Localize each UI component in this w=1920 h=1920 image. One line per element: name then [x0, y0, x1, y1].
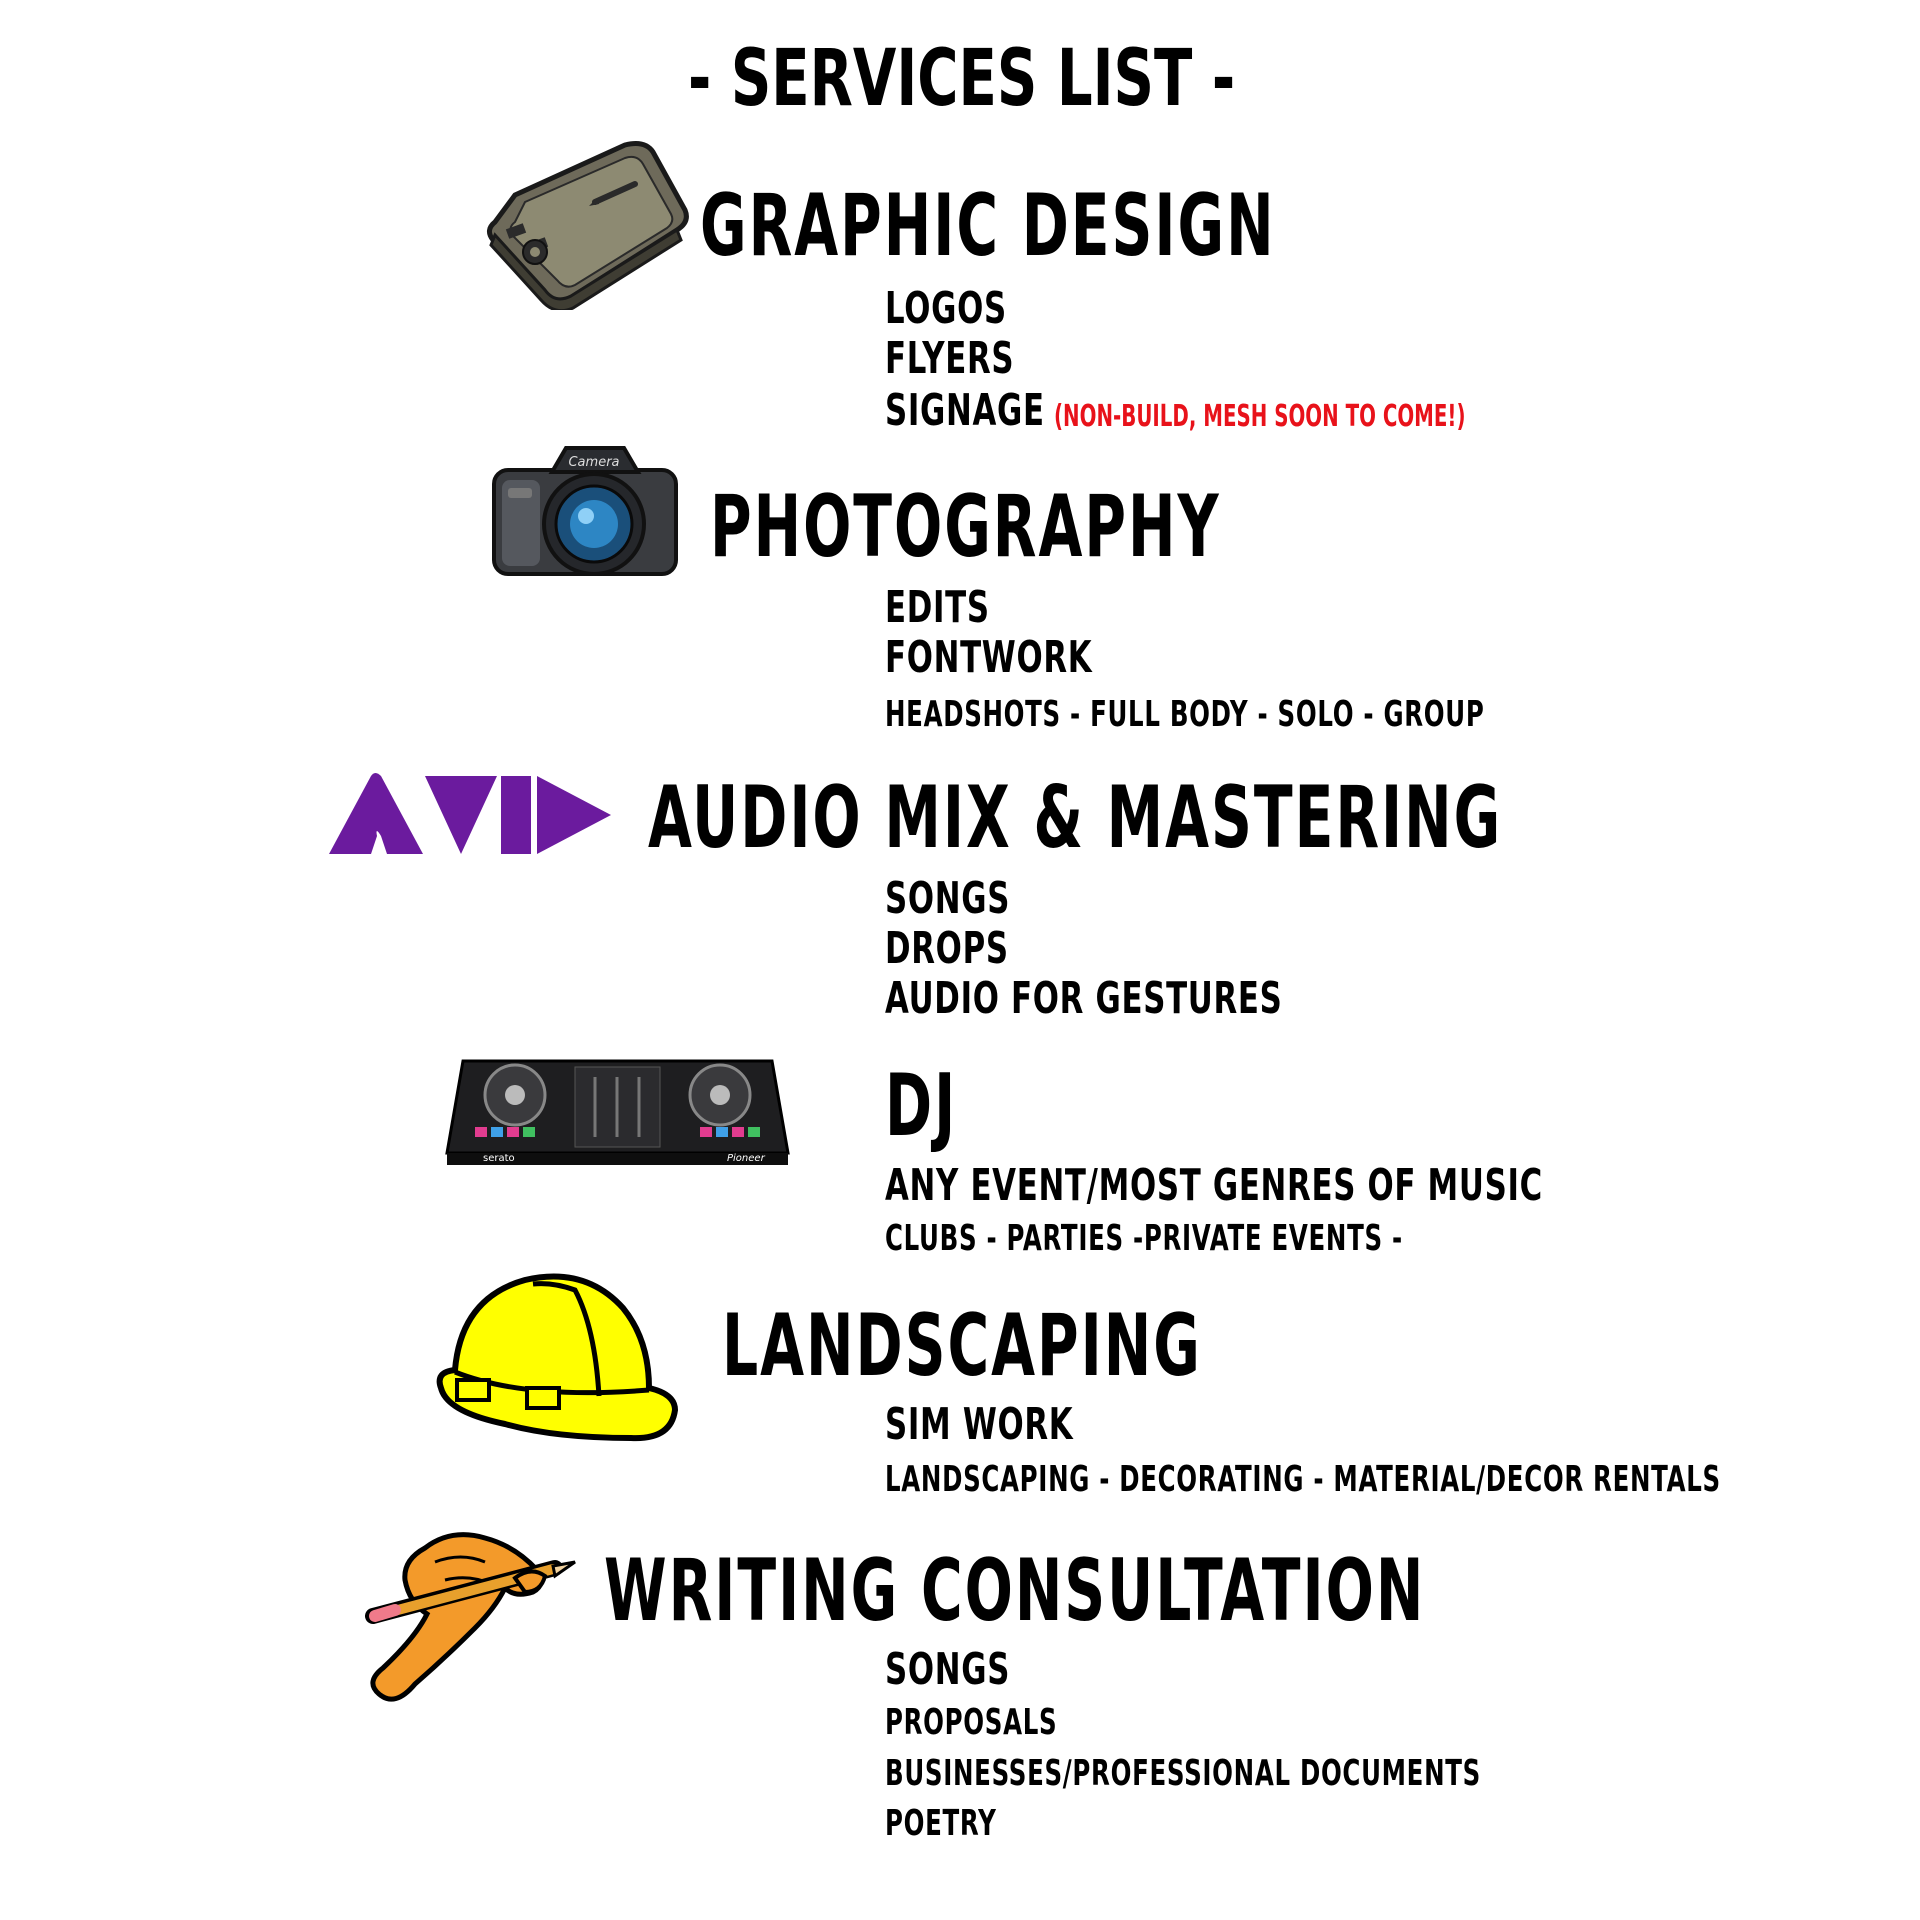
item-sim-work: SIM WORK — [885, 1399, 1074, 1450]
item-any-event: ANY EVENT/MOST GENRES OF MUSIC — [885, 1160, 1543, 1211]
item-fontwork: FONTWORK — [885, 632, 1093, 683]
section-heading-landscaping: LANDSCAPING — [722, 1296, 1202, 1396]
drawing-tablet-icon — [487, 141, 689, 310]
item-songs: SONGS — [885, 873, 1011, 924]
item-edits: EDITS — [885, 582, 990, 633]
camera-label: Camera — [568, 455, 619, 470]
item-flyers: FLYERS — [885, 333, 1015, 384]
writing-hand-icon — [365, 1532, 576, 1702]
section-heading-graphic-design: GRAPHIC DESIGN — [700, 176, 1276, 276]
signage-note: (NON-BUILD, MESH SOON TO COME!) — [1054, 399, 1466, 434]
pioneer-label: Pioneer — [727, 1153, 766, 1164]
item-songs-writing: SONGS — [885, 1644, 1011, 1695]
camera-icon: Camera — [492, 446, 678, 576]
item-clubs-parties: CLUBS - PARTIES -PRIVATE EVENTS - — [885, 1218, 1403, 1259]
dj-controller-icon: serato Pioneer — [445, 1059, 790, 1165]
section-heading-writing-consultation: WRITING CONSULTATION — [604, 1541, 1426, 1641]
item-signage: SIGNAGE — [885, 385, 1045, 436]
page-title: - SERVICES LIST - — [688, 34, 1236, 124]
section-heading-photography: PHOTOGRAPHY — [710, 477, 1221, 577]
section-heading-audio-mix-mastering: AUDIO MIX & MASTERING — [648, 768, 1503, 868]
item-headshots: HEADSHOTS - FULL BODY - SOLO - GROUP — [885, 694, 1485, 735]
section-heading-dj: DJ — [885, 1056, 958, 1156]
serato-label: serato — [483, 1153, 515, 1164]
item-businesses-documents: BUSINESSES/PROFESSIONAL DOCUMENTS — [885, 1753, 1481, 1794]
item-audio-for-gestures: AUDIO FOR GESTURES — [885, 973, 1283, 1024]
hard-hat-icon — [436, 1273, 679, 1442]
item-landscaping-decorating: LANDSCAPING - DECORATING - MATERIAL/DECO… — [885, 1459, 1721, 1500]
item-poetry: POETRY — [885, 1803, 997, 1844]
item-logos: LOGOS — [885, 283, 1007, 334]
avid-logo-icon — [329, 773, 611, 854]
item-drops: DROPS — [885, 923, 1009, 974]
item-proposals: PROPOSALS — [885, 1702, 1058, 1743]
